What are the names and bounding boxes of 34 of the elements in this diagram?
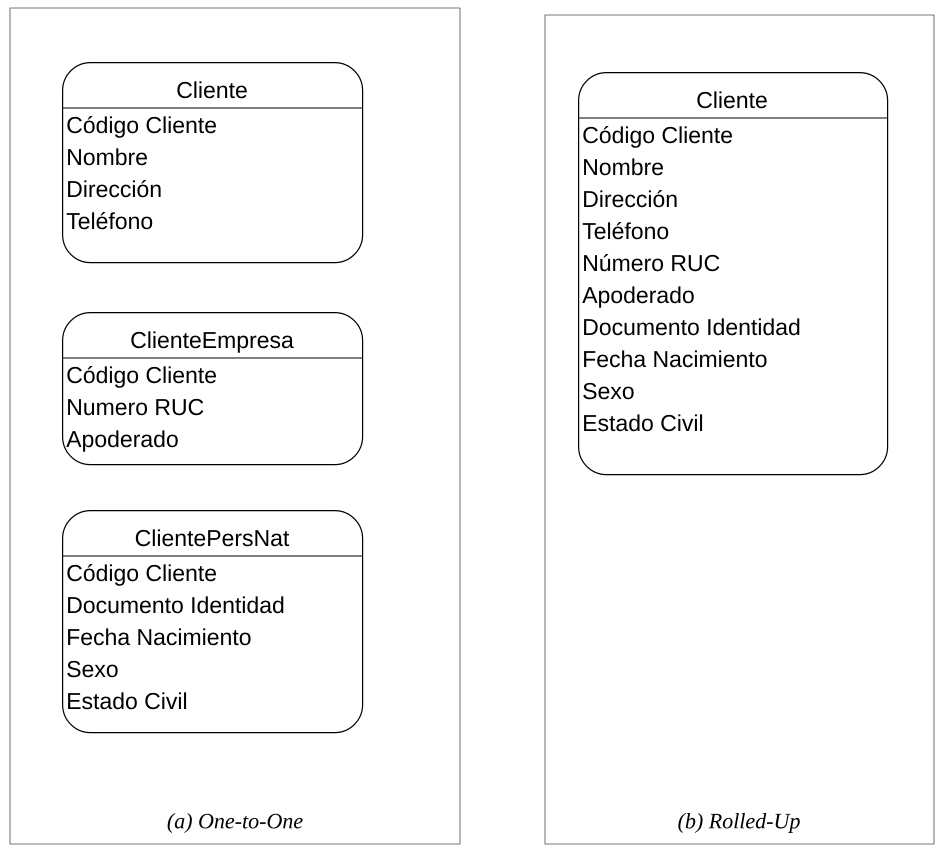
attribute-text: Código Cliente — [67, 564, 216, 586]
entity-name: ClientePersNat — [136, 529, 290, 546]
attribute-text: Nombre — [68, 148, 147, 166]
entity-box — [578, 72, 888, 476]
attribute-text: Numero RUC — [68, 398, 204, 416]
attribute-text: Número RUC — [584, 254, 720, 272]
entity-name: Cliente — [177, 81, 247, 98]
panel-caption: (b) Rolled-Up — [676, 811, 802, 835]
attribute-text: Estado Civil — [584, 414, 702, 432]
attribute-text: Código Cliente — [67, 366, 216, 388]
attribute-text: Apoderado — [582, 286, 694, 308]
attribute-text: Nombre — [584, 158, 663, 176]
attribute-text: Documento Identidad — [68, 596, 284, 614]
attribute-text: Código Cliente — [583, 126, 732, 148]
attribute-text: Dirección — [584, 190, 677, 208]
panel — [10, 8, 460, 844]
entity-name: Cliente — [697, 91, 767, 108]
panel-caption: (a) One-to-One — [164, 811, 306, 835]
attribute-text: Apoderado — [66, 430, 178, 452]
attribute-text: Fecha Nacimiento — [584, 350, 767, 368]
attribute-text: Sexo — [583, 382, 634, 400]
panel — [544, 14, 934, 844]
entity-box — [62, 62, 364, 264]
attribute-text: Fecha Nacimiento — [68, 628, 251, 646]
attribute-text: Dirección — [68, 180, 161, 198]
attribute-text: Sexo — [67, 660, 118, 678]
entity-name: ClienteEmpresa — [131, 331, 294, 353]
attribute-text: Estado Civil — [68, 692, 186, 710]
entity-box — [62, 510, 364, 734]
entity-box — [62, 312, 364, 466]
attribute-text: Documento Identidad — [584, 318, 800, 336]
attribute-text: Teléfono — [66, 212, 152, 230]
attribute-text: Código Cliente — [67, 116, 216, 138]
attribute-text: Teléfono — [582, 222, 668, 240]
